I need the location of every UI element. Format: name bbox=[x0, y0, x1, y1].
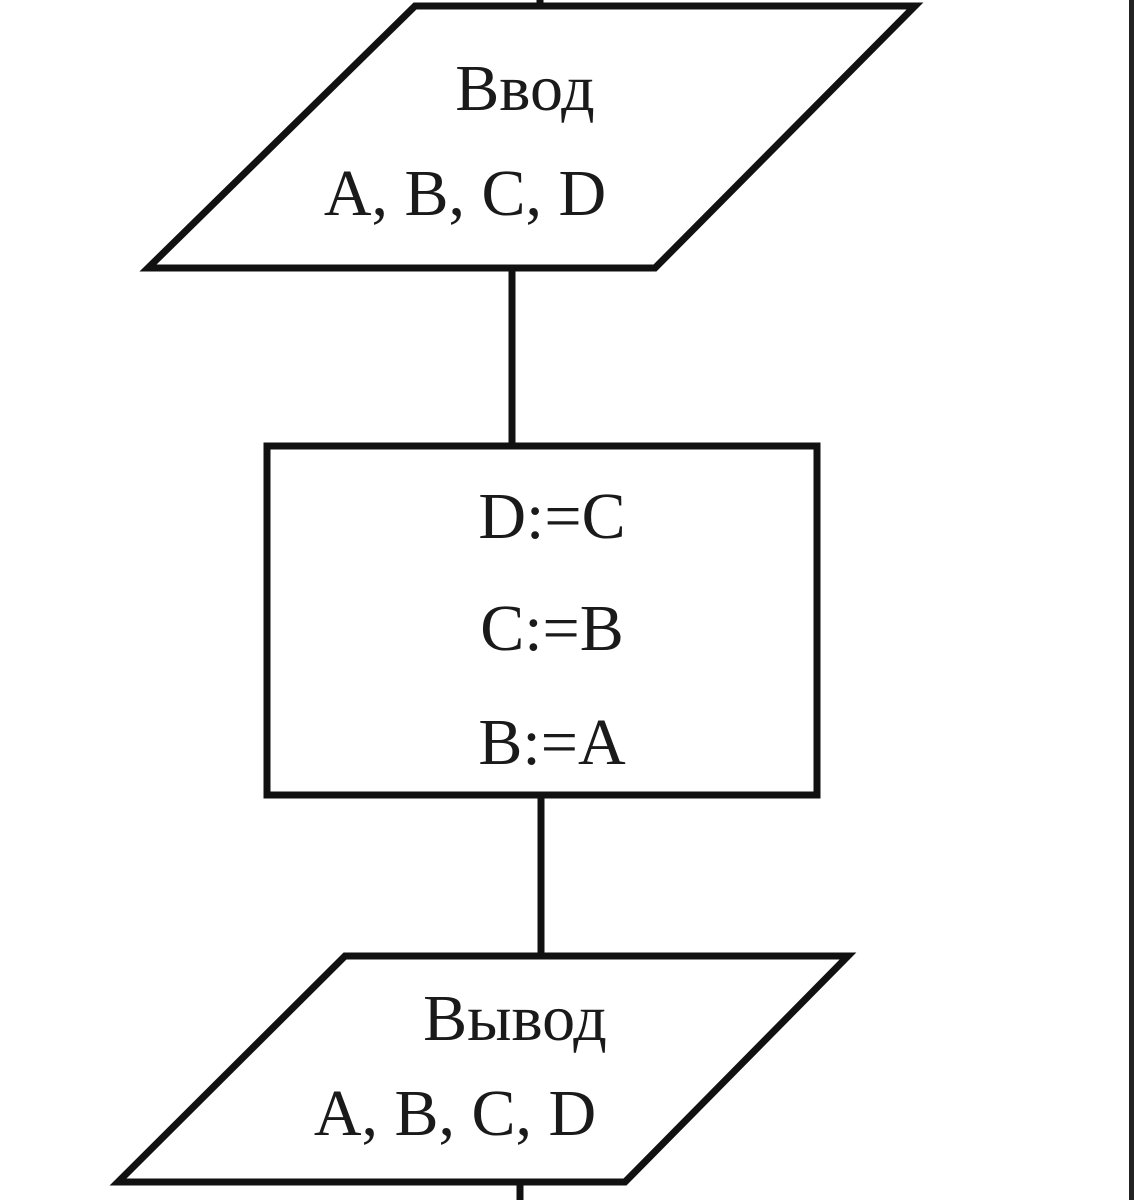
input-parallelogram bbox=[139, 2, 924, 272]
process-block: D:=C C:=B B:=A bbox=[263, 442, 821, 799]
process-line-1: D:=C bbox=[478, 480, 625, 553]
output-parallelogram bbox=[109, 952, 857, 1186]
process-line-3: B:=A bbox=[478, 706, 626, 779]
input-title: Ввод bbox=[455, 52, 594, 125]
input-block: Ввод A, B, C, D bbox=[139, 2, 924, 272]
input-vars: A, B, C, D bbox=[324, 157, 606, 230]
process-line-2: C:=B bbox=[480, 592, 624, 665]
output-title: Вывод bbox=[423, 982, 607, 1055]
right-border bbox=[1129, 0, 1134, 1200]
output-vars: A, B, C, D bbox=[314, 1077, 596, 1150]
output-block: Вывод A, B, C, D bbox=[109, 952, 857, 1186]
